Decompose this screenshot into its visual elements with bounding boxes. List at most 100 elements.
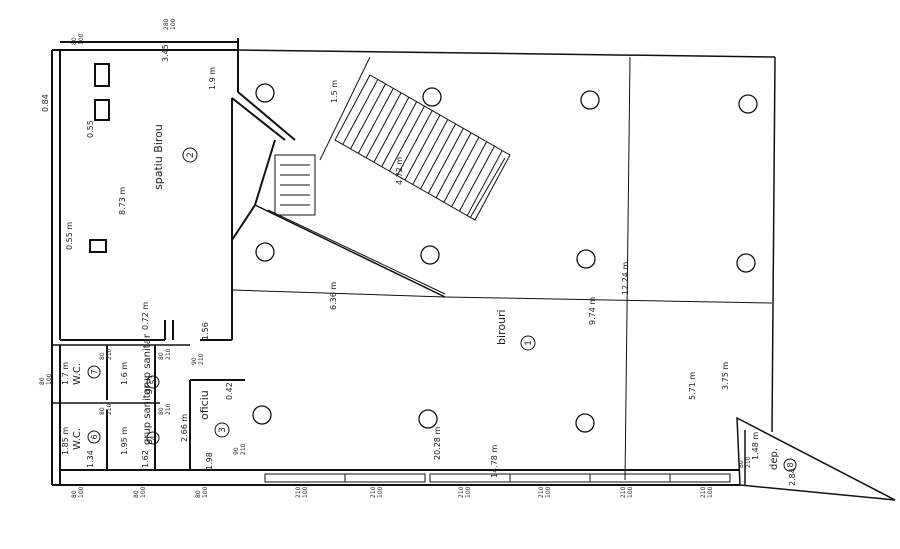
- room-name: oficiu: [198, 390, 211, 420]
- dimension-labels: 3.45 1.9 m 0.84 0.55 8.73 m 0.55 m 0.72 …: [41, 44, 797, 486]
- column: [255, 242, 275, 262]
- stair-tread: [381, 101, 418, 167]
- svg-text:80: 80: [133, 490, 140, 498]
- svg-text:80: 80: [99, 352, 106, 360]
- svg-text:100: 100: [465, 486, 472, 498]
- stair-tread: [451, 141, 488, 207]
- svg-text:100: 100: [707, 486, 714, 498]
- room-number: 4: [149, 435, 158, 440]
- svg-text:210: 210: [106, 403, 113, 415]
- svg-text:14.78 m: 14.78 m: [490, 445, 499, 478]
- svg-text:0.84: 0.84: [41, 94, 50, 112]
- stair-tread: [412, 119, 449, 185]
- svg-text:210: 210: [745, 456, 752, 468]
- depot-room: [736, 416, 896, 501]
- windows: [264, 473, 731, 483]
- svg-text:100: 100: [46, 373, 53, 385]
- svg-text:90: 90: [191, 357, 198, 365]
- room-name: spatiu Birou: [152, 124, 165, 190]
- svg-text:280: 280: [163, 18, 170, 30]
- room-number: 3: [218, 427, 228, 433]
- svg-text:0.72 m: 0.72 m: [141, 302, 150, 330]
- svg-text:100: 100: [78, 486, 85, 498]
- svg-text:100: 100: [78, 33, 85, 45]
- room-number: 2: [186, 152, 196, 158]
- room-number: 8: [786, 462, 795, 467]
- svg-text:1.48 m: 1.48 m: [751, 432, 760, 460]
- svg-text:3.75 m: 3.75 m: [721, 362, 730, 390]
- svg-text:210: 210: [165, 403, 172, 415]
- svg-text:210: 210: [370, 486, 377, 498]
- column: [420, 245, 440, 265]
- svg-text:1.62: 1.62: [141, 450, 150, 468]
- stair-tread: [404, 114, 441, 181]
- stair-tread: [420, 123, 456, 190]
- svg-text:210: 210: [240, 443, 247, 455]
- svg-text:3.45: 3.45: [161, 44, 170, 62]
- svg-text:210: 210: [165, 348, 172, 360]
- svg-text:100: 100: [302, 486, 309, 498]
- svg-text:80: 80: [195, 490, 202, 498]
- svg-text:100: 100: [170, 18, 177, 30]
- svg-text:100: 100: [377, 486, 384, 498]
- walls: [51, 38, 776, 486]
- svg-text:80: 80: [738, 460, 745, 468]
- svg-text:2.84: 2.84: [788, 468, 797, 486]
- stair-tread: [459, 145, 495, 212]
- svg-text:5.71 m: 5.71 m: [688, 372, 697, 400]
- stair-tread: [466, 150, 503, 216]
- column: [418, 409, 438, 429]
- room-name: W.C.: [72, 428, 83, 450]
- svg-text:80: 80: [158, 407, 165, 415]
- svg-text:1.98: 1.98: [205, 452, 214, 470]
- svg-text:4.72 m: 4.72 m: [395, 157, 404, 185]
- room-name: birouri: [495, 309, 508, 345]
- svg-text:1.85 m: 1.85 m: [61, 427, 70, 455]
- svg-text:1.56: 1.56: [201, 322, 210, 340]
- column: [252, 405, 272, 425]
- svg-text:90: 90: [233, 447, 240, 455]
- column: [580, 90, 600, 110]
- column: [422, 87, 442, 107]
- stair-tread: [443, 136, 480, 203]
- svg-text:8.73 m: 8.73 m: [118, 187, 127, 215]
- svg-text:100: 100: [140, 486, 147, 498]
- door-size-labels: 80 100 280 100 80 210 80 210 90 210 80 1…: [39, 18, 752, 498]
- room-number: 5: [149, 379, 158, 384]
- room-number: 7: [90, 369, 99, 374]
- svg-text:80: 80: [158, 352, 165, 360]
- column: [738, 94, 758, 114]
- stair-tread: [350, 83, 386, 150]
- column: [575, 413, 595, 433]
- stair-tread: [427, 128, 464, 194]
- column: [736, 253, 756, 273]
- room-labels: birouri 1 spatiu Birou 2 oficiu 3 grup s…: [72, 124, 797, 472]
- stair-tread: [342, 79, 379, 145]
- stair-tread: [435, 132, 472, 199]
- svg-text:80: 80: [71, 490, 78, 498]
- room-name: grup sanitar: [142, 383, 153, 445]
- stair-tread: [365, 92, 402, 159]
- svg-text:210: 210: [538, 486, 545, 498]
- svg-text:210: 210: [198, 353, 205, 365]
- svg-text:80: 80: [71, 37, 78, 45]
- svg-text:100: 100: [202, 486, 209, 498]
- column: [576, 249, 596, 269]
- svg-text:210: 210: [295, 486, 302, 498]
- svg-text:9.74 m: 9.74 m: [588, 297, 597, 325]
- column: [255, 83, 275, 103]
- stair-tread: [357, 88, 394, 154]
- svg-text:6.36 m: 6.36 m: [329, 282, 338, 310]
- svg-text:2.66 m: 2.66 m: [180, 414, 189, 442]
- room-name: grup sanitar: [142, 333, 153, 395]
- room-name: W.C.: [72, 363, 83, 385]
- stair-tread: [389, 105, 425, 172]
- columns: [252, 83, 758, 433]
- room-number: 6: [90, 434, 99, 439]
- svg-text:100: 100: [545, 486, 552, 498]
- svg-text:210: 210: [458, 486, 465, 498]
- room-name: dep.: [769, 448, 780, 470]
- svg-text:1.34: 1.34: [86, 450, 95, 468]
- svg-text:0.42: 0.42: [225, 382, 234, 400]
